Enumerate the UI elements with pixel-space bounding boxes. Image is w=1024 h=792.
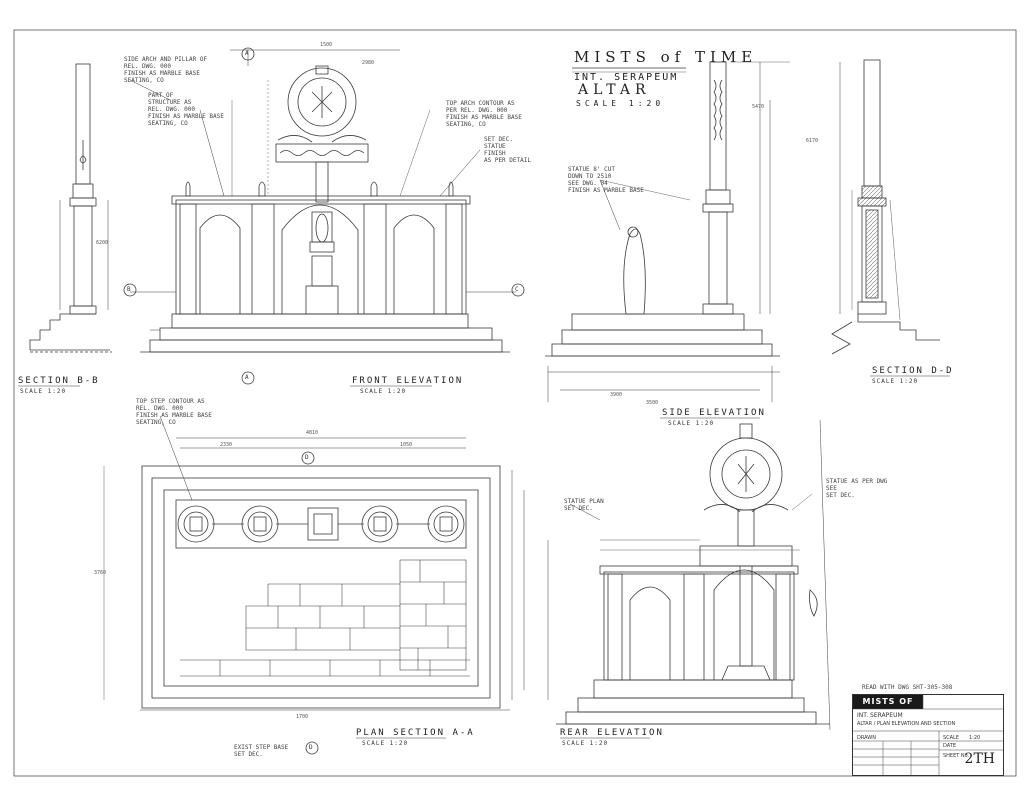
dim-text: 1050 <box>400 442 413 448</box>
drawing-title: ALTAR <box>578 82 651 98</box>
marker-d-plan-bottom: D <box>309 744 314 751</box>
title-block-production: INT. SERAPEUM <box>857 712 903 719</box>
dim-text: 4810 <box>306 430 319 436</box>
title-block-drawing-name: ALTAR / PLAN ELEVATION AND SECTION <box>857 721 956 727</box>
marker-b-left: B <box>127 286 132 293</box>
marker-d-plan-top: D <box>305 454 310 461</box>
callout-note-7: EXIST STEP BASE SET DEC. <box>234 744 289 758</box>
front-elevation-drawing <box>130 49 516 353</box>
project-subtitle: INT. SERAPEUM <box>574 72 679 83</box>
side-elevation-scale: SCALE 1:20 <box>668 420 715 427</box>
section-d-d-title: SECTION D-D <box>872 366 954 376</box>
dim-text: 3760 <box>94 570 107 576</box>
title-block-grid <box>853 695 1003 775</box>
section-b-b-drawing <box>29 63 112 353</box>
plan-section-scale: SCALE 1:20 <box>362 740 409 747</box>
rear-elevation-drawing <box>547 419 831 731</box>
title-block-company: MISTS OF TIME <box>853 695 923 720</box>
sheet-border <box>13 29 1017 777</box>
dim-text: 6170 <box>806 138 819 144</box>
callout-note-3: TOP ARCH CONTOUR AS PER REL. DWG. 000 FI… <box>446 100 522 128</box>
dim-text: 1700 <box>296 714 309 720</box>
section-d-d-scale: SCALE 1:20 <box>872 378 919 385</box>
dim-text: 2330 <box>220 442 233 448</box>
marker-a-bottom: A <box>245 374 250 381</box>
dim-text: 6200 <box>96 240 109 246</box>
callout-note-6: TOP STEP CONTOUR AS REL. DWG. 000 FINISH… <box>136 398 212 426</box>
title-block-scale-value: 1:20 <box>969 735 981 741</box>
section-b-b-title: SECTION B-B <box>18 376 100 386</box>
section-b-b-scale: SCALE 1:20 <box>20 388 67 395</box>
callout-note-4: SET DEC. STATUE FINISH AS PER DETAIL <box>484 136 531 164</box>
title-block-sheet-number: 2TH <box>964 751 995 767</box>
callout-note-9: STATUE AS PER DWG SEE SET DEC. <box>826 478 888 499</box>
callout-note-1: SIDE ARCH AND PILLAR OF REL. DWG. 000 FI… <box>124 56 208 84</box>
dim-text: 5470 <box>752 104 765 110</box>
callout-note-5: STATUE 8' CUT DOWN TO 2510 SEE DWG. 04 F… <box>568 166 644 194</box>
plan-section-title: PLAN SECTION A-A <box>356 728 475 738</box>
drawing-scale: SCALE 1:20 <box>576 99 665 108</box>
dim-text: 3500 <box>646 400 659 406</box>
title-block-drawn-label: DRAWN <box>857 735 876 741</box>
title-block-date-label: DATE <box>943 743 957 749</box>
project-title: MISTS of TIME <box>574 48 758 66</box>
dim-text: 2980 <box>362 60 375 66</box>
front-elevation-scale: SCALE 1:20 <box>360 388 407 395</box>
callout-note-8: STATUE PLAN SET DEC. <box>564 498 604 512</box>
title-block-scale-label: SCALE <box>943 735 960 741</box>
dim-text: 3900 <box>610 392 623 398</box>
rear-elevation-scale: SCALE 1:20 <box>562 740 609 747</box>
title-block: MISTS OF TIME INT. SERAPEUM ALTAR / PLAN… <box>852 694 1004 776</box>
side-elevation-drawing <box>545 61 790 402</box>
plan-section-drawing <box>103 437 525 711</box>
callout-note-10: READ WITH DWG SHT-305-308 <box>862 684 953 691</box>
section-markers <box>123 47 525 755</box>
marker-c-right: C <box>515 286 520 293</box>
section-d-d-drawing <box>831 59 940 355</box>
side-elevation-title: SIDE ELEVATION <box>662 408 766 418</box>
title-block-sheet-label: SHEET No. <box>943 753 970 759</box>
rear-elevation-title: REAR ELEVATION <box>560 728 664 738</box>
front-elevation-title: FRONT ELEVATION <box>352 376 464 386</box>
callout-note-2: PART OF STRUCTURE AS REL. DWG. 000 FINIS… <box>148 92 224 127</box>
dim-text: 1500 <box>320 42 333 48</box>
marker-a-top: A <box>245 50 250 57</box>
